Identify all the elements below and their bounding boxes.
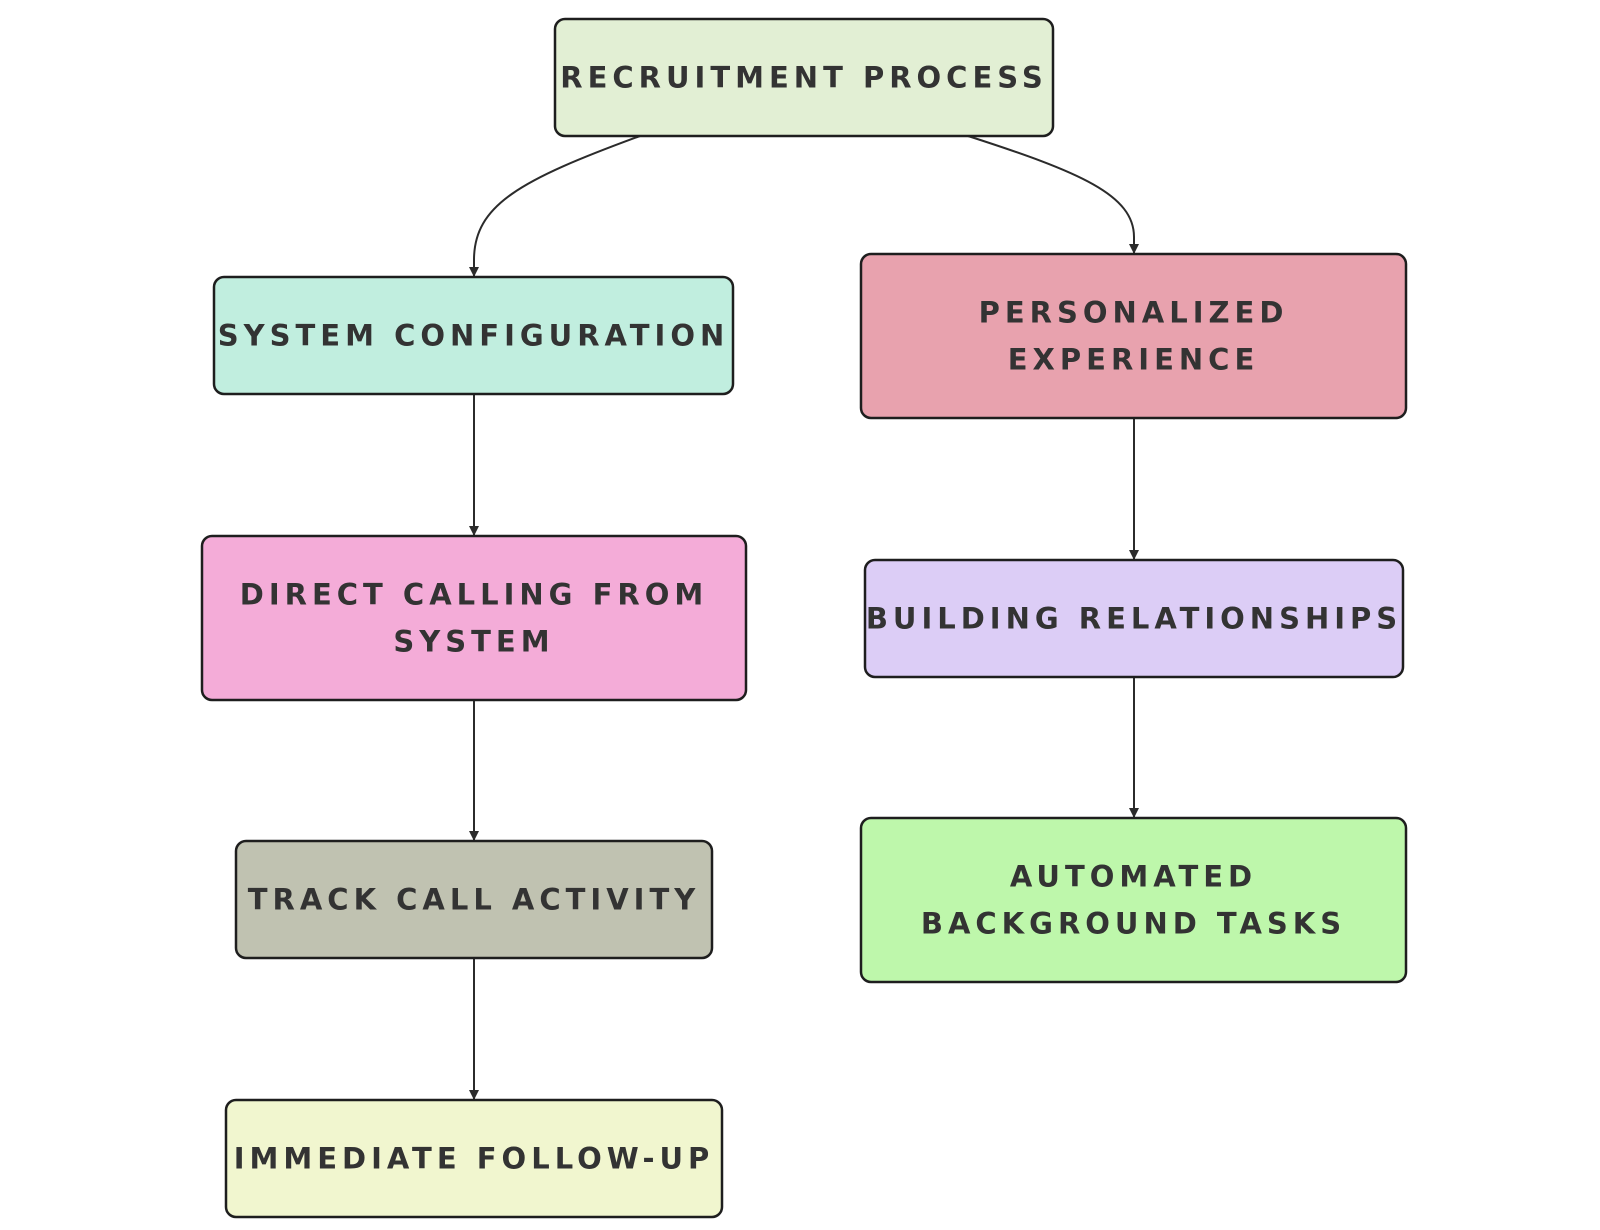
node-label-track-call: TRACK CALL ACTIVITY (248, 883, 701, 917)
node-relationships: BUILDING RELATIONSHIPS (863, 558, 1405, 679)
node-label-personalized: EXPERIENCE (1008, 343, 1260, 377)
node-label-direct-calling: DIRECT CALLING FROM (240, 578, 708, 612)
node-box-automated (859, 816, 1408, 984)
edge-recruitment-to-personalized (967, 135, 1139, 254)
edge-recruitment-to-system-config (469, 135, 641, 277)
node-box-follow-up (224, 1098, 724, 1219)
node-system-config: SYSTEM CONFIGURATION (212, 275, 735, 396)
node-automated: AUTOMATED BACKGROUND TASKS (859, 816, 1408, 984)
node-label-system-config: SYSTEM CONFIGURATION (218, 319, 730, 353)
node-box-system-config (212, 275, 735, 396)
node-label-automated: BACKGROUND TASKS (921, 907, 1346, 941)
node-personalized: PERSONALIZED EXPERIENCE (859, 252, 1408, 420)
node-track-call: TRACK CALL ACTIVITY (234, 839, 714, 960)
node-label-direct-calling: SYSTEM (393, 625, 554, 659)
node-recruitment: RECRUITMENT PROCESS (553, 17, 1055, 138)
node-label-relationships: BUILDING RELATIONSHIPS (866, 602, 1402, 636)
edges (469, 135, 1139, 1100)
node-box-track-call (234, 839, 714, 960)
node-label-automated: AUTOMATED (1010, 860, 1257, 894)
node-label-recruitment: RECRUITMENT PROCESS (560, 61, 1048, 95)
node-box-recruitment (553, 17, 1055, 138)
node-box-direct-calling (200, 534, 748, 702)
node-label-follow-up: IMMEDIATE FOLLOW-UP (234, 1142, 715, 1176)
nodes: RECRUITMENT PROCESS SYSTEM CONFIGURATION D… (200, 17, 1408, 1219)
node-box-personalized (859, 252, 1408, 420)
node-box-relationships (863, 558, 1405, 679)
node-label-personalized: PERSONALIZED (979, 296, 1289, 330)
node-direct-calling: DIRECT CALLING FROM SYSTEM (200, 534, 748, 702)
node-follow-up: IMMEDIATE FOLLOW-UP (224, 1098, 724, 1219)
